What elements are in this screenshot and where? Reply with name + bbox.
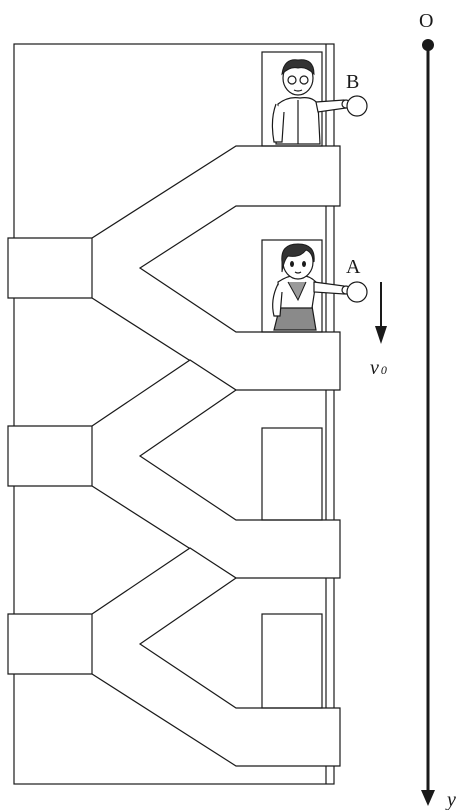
building-outline <box>13 43 335 785</box>
boy-hair <box>281 59 315 76</box>
staircase-upper <box>7 145 341 391</box>
velocity-symbol: v <box>370 357 379 379</box>
door-bottom <box>261 613 323 709</box>
origin-label: O <box>419 10 433 32</box>
stair-flight <box>7 145 341 391</box>
y-axis <box>421 39 435 806</box>
origin-point <box>422 39 434 51</box>
girl-hair <box>281 243 315 273</box>
door-middle <box>261 427 323 521</box>
girl-mouth <box>294 271 302 274</box>
stair-flight <box>7 359 341 579</box>
boy-figure <box>271 59 351 145</box>
velocity-subscript: 0 <box>381 363 387 377</box>
girl-eye-left <box>290 261 294 267</box>
ball-b <box>346 95 368 117</box>
girl-left-arm <box>272 283 283 317</box>
girl-vest <box>287 281 307 302</box>
velocity-arrow <box>375 282 387 344</box>
girl-right-arm <box>313 281 345 295</box>
ball-b-label: B <box>346 71 359 93</box>
ball-a-label: A <box>346 256 361 278</box>
staircase-lower <box>7 547 341 767</box>
velocity-arrow-head <box>375 326 387 344</box>
boy-mouth <box>293 89 303 92</box>
ball-a <box>346 281 368 303</box>
y-axis-label: y <box>445 789 456 810</box>
boy-glasses-left <box>287 75 297 85</box>
girl-figure <box>272 243 351 331</box>
boy-left-arm <box>271 103 285 143</box>
boy-glasses-right <box>299 75 309 85</box>
girl-eye-right <box>302 261 306 267</box>
y-axis-arrowhead <box>421 790 435 806</box>
staircase-middle <box>7 359 341 579</box>
stair-flight <box>7 547 341 767</box>
boy-right-arm <box>315 99 347 113</box>
door-top <box>261 51 323 147</box>
